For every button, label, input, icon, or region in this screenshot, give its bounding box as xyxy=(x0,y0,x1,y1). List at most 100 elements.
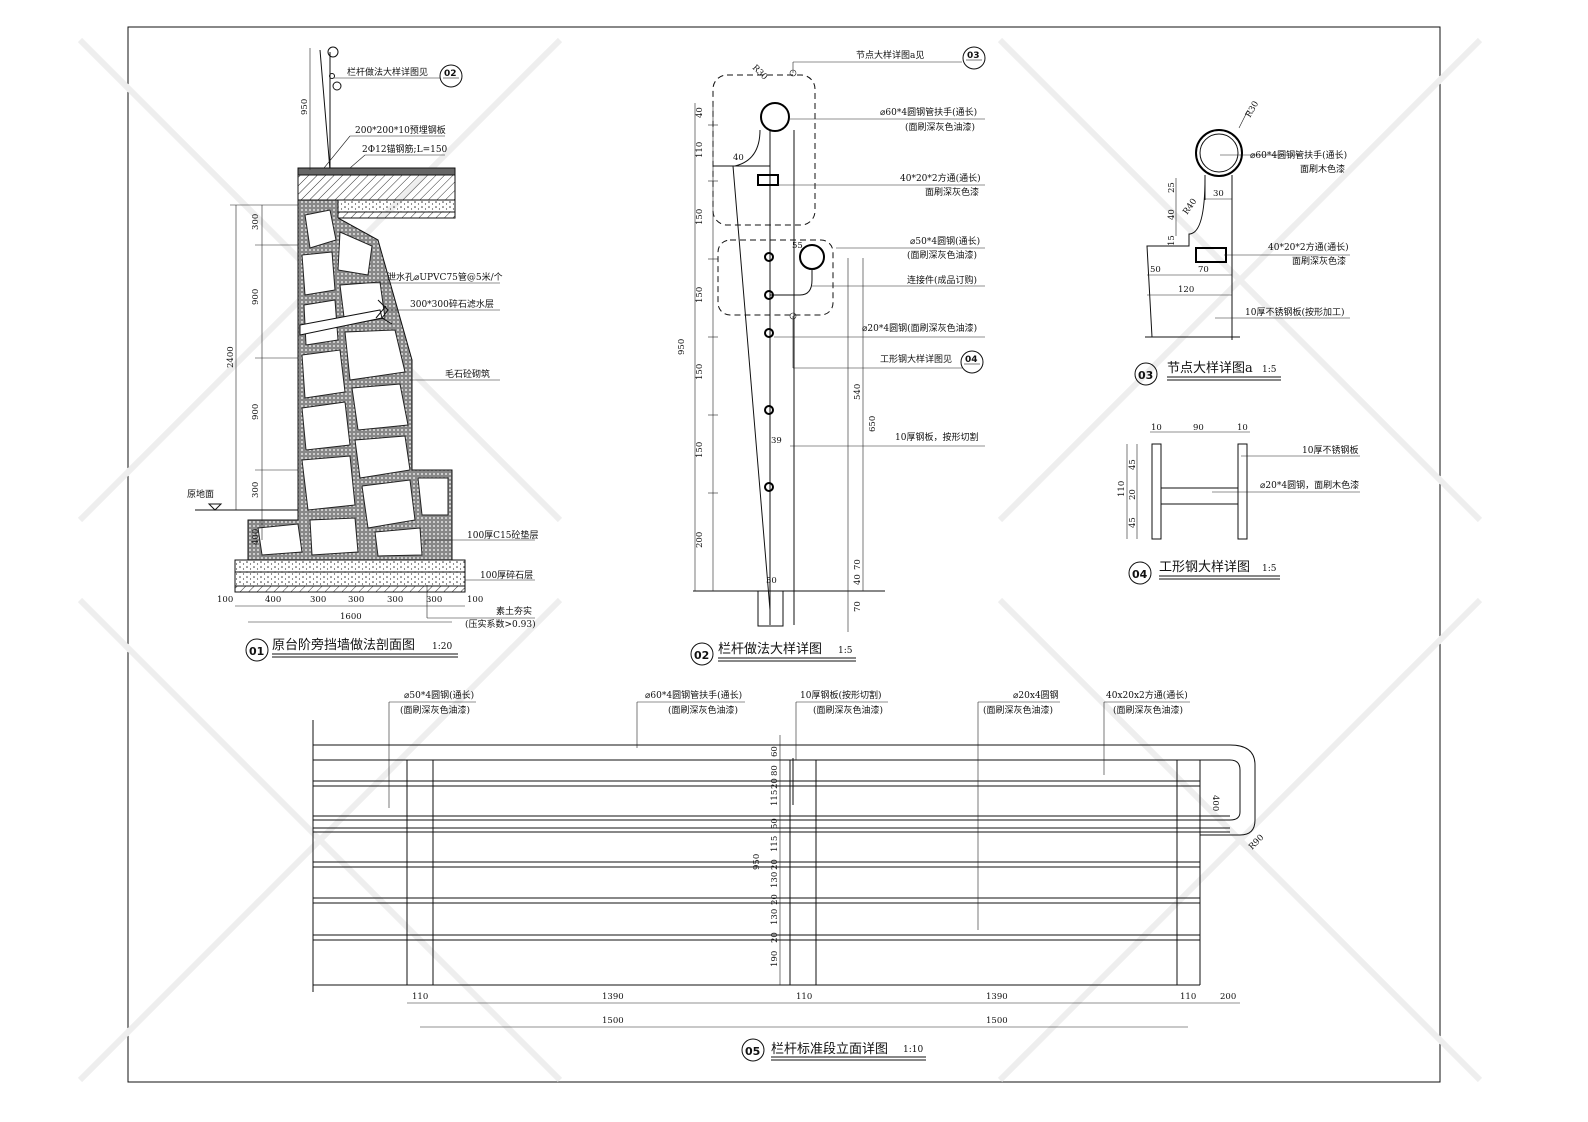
dim: 10 xyxy=(1151,423,1162,433)
title-scale: 1:5 xyxy=(1262,365,1277,375)
label: 素土夯实 xyxy=(496,605,532,617)
title-scale: 1:10 xyxy=(903,1045,923,1055)
callout-label: (面刷深灰色油漆) xyxy=(400,704,470,716)
dim: 650 xyxy=(868,416,878,432)
label: 面刷深灰色漆 xyxy=(1292,255,1346,267)
title-number: 05 xyxy=(745,1045,760,1058)
title-number: 04 xyxy=(1132,568,1148,581)
dim: 150 xyxy=(695,364,705,380)
callout-label: 40x20x2方通(通长) xyxy=(1106,689,1188,701)
label: 工形钢大样详图见 xyxy=(880,353,952,365)
dim: 50 xyxy=(1150,265,1161,275)
dim: 400 xyxy=(1210,795,1220,811)
drawing-05-railing-elevation: ⌀50*4圆钢(通长) (面刷深灰色油漆) ⌀60*4圆钢管扶手(通长) (面刷… xyxy=(312,689,1266,1062)
drawing-02-railing-detail: 40 110 150 150 150 150 200 950 R30 40 55… xyxy=(677,46,986,666)
dim: 20 xyxy=(770,859,780,870)
ref-number: 04 xyxy=(965,355,978,365)
title-number: 03 xyxy=(1138,369,1153,382)
label: ⌀20*4圆钢，面刷木色漆 xyxy=(1260,479,1359,491)
sheet-frame xyxy=(127,26,1441,1083)
dim: 70 xyxy=(853,559,863,570)
ref-bubble-03[interactable]: 03 xyxy=(962,46,986,70)
dim: 45 xyxy=(1128,517,1138,528)
rubble-stones xyxy=(257,209,449,557)
dim: 15 xyxy=(1167,235,1177,246)
dim: 39 xyxy=(771,436,782,446)
dim: 200 xyxy=(695,532,705,548)
dim-h: 300 xyxy=(348,595,364,605)
callout-label: (面刷深灰色油漆) xyxy=(983,704,1053,716)
dim: 150 xyxy=(695,209,705,225)
ref-number: 02 xyxy=(444,69,457,79)
callout-label: (面刷深灰色油漆) xyxy=(813,704,883,716)
dim: 110 xyxy=(1117,481,1127,497)
dim: 80 xyxy=(770,765,780,776)
dim: 150 xyxy=(695,287,705,303)
callout-label: (面刷深灰色油漆) xyxy=(1113,704,1183,716)
dim: 1500 xyxy=(602,1016,624,1026)
ref-bubble-02[interactable]: 02 xyxy=(439,64,463,88)
label: 泄水孔⌀UPVC75管@5米/个 xyxy=(387,271,503,283)
dim-h: 300 xyxy=(310,595,326,605)
dim: 50 xyxy=(766,576,777,586)
dim-400: 400 xyxy=(251,529,261,545)
dim: 25 xyxy=(1167,182,1177,193)
dim: 115 xyxy=(770,790,780,806)
label: ⌀60*4圆钢管扶手(通长) xyxy=(1250,149,1347,161)
dim: 540 xyxy=(853,384,863,400)
dim: 110 xyxy=(796,992,812,1002)
dim: 130 xyxy=(770,872,780,888)
ref-bubble-04[interactable]: 04 xyxy=(960,350,984,374)
dim: 70 xyxy=(853,601,863,612)
dim: R30 xyxy=(750,63,769,82)
dim: 30 xyxy=(1213,189,1224,199)
callout-label: ⌀60*4圆钢管扶手(通长) xyxy=(645,689,742,701)
dim: 950 xyxy=(677,339,687,355)
label: (面刷深灰色油漆) xyxy=(907,249,977,261)
dim: 60 xyxy=(770,746,780,757)
dim: 190 xyxy=(770,951,780,967)
dim: R30 xyxy=(1244,100,1261,120)
dim: 1500 xyxy=(986,1016,1008,1026)
dim-300: 300 xyxy=(251,482,261,498)
dim: 90 xyxy=(1193,423,1204,433)
callout-label: 10厚钢板(按形切割) xyxy=(800,689,881,701)
label: ⌀60*4圆钢管扶手(通长) xyxy=(880,106,977,118)
title-number: 01 xyxy=(249,645,264,658)
dim: 50 xyxy=(770,818,780,829)
dim-total: 950 xyxy=(752,854,762,870)
label: ⌀50*4圆钢(通长) xyxy=(910,235,980,247)
dim: 20 xyxy=(770,894,780,905)
dim: 110 xyxy=(1180,992,1196,1002)
title-number: 02 xyxy=(694,649,709,662)
dim: 40 xyxy=(733,153,744,163)
title-03: 03 节点大样详图a 1:5 xyxy=(1134,361,1281,386)
label: 40*20*2方通(通长) xyxy=(900,172,981,184)
dim-950: 950 xyxy=(300,99,310,115)
label: 10厚不锈钢板(按形加工) xyxy=(1245,306,1344,318)
dim-total: 1600 xyxy=(340,612,362,622)
dim-h: 100 xyxy=(467,595,483,605)
label: (面刷深灰色油漆) xyxy=(905,121,975,133)
dim-2400: 2400 xyxy=(226,346,236,368)
dim: R90 xyxy=(1247,833,1266,852)
title-text: 节点大样详图a xyxy=(1167,361,1253,376)
dim: 110 xyxy=(412,992,428,1002)
dim: 120 xyxy=(1178,285,1194,295)
label: 40*20*2方通(通长) xyxy=(1268,241,1349,253)
dim: 130 xyxy=(770,909,780,925)
dim: 10 xyxy=(1237,423,1248,433)
dim: 20 xyxy=(770,932,780,943)
dim-h: 300 xyxy=(426,595,442,605)
title-text: 栏杆标准段立面详图 xyxy=(771,1042,888,1057)
dim: 55 xyxy=(792,241,803,251)
dim: 115 xyxy=(770,836,780,852)
dim: 110 xyxy=(695,142,705,158)
label: 连接件(成品订购) xyxy=(907,274,977,286)
title-04: 04 工形钢大样详图 1:5 xyxy=(1128,560,1280,585)
dim: 20 xyxy=(1128,489,1138,500)
title-text: 工形钢大样详图 xyxy=(1159,560,1250,575)
title-text: 原台阶旁挡墙做法剖面图 xyxy=(272,637,415,653)
drawing-03-node-detail: R30 25 40 15 R40 30 50 70 120 ⌀60*4圆钢管扶手… xyxy=(1134,100,1350,386)
